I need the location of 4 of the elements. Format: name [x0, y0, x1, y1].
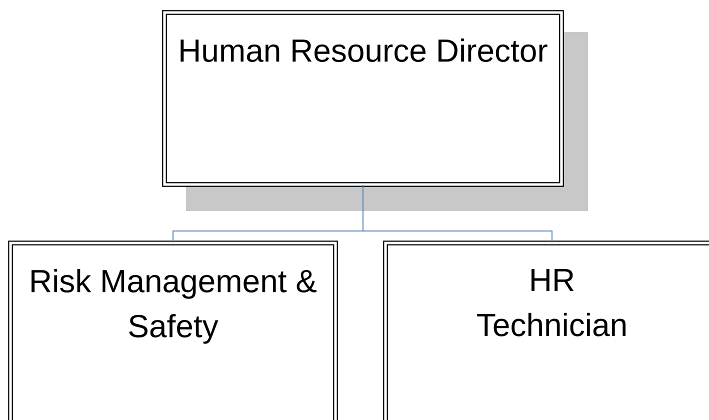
org-box: Risk Management & Safety [8, 240, 338, 420]
connector-line [362, 184, 552, 243]
org-box: Human Resource Director [162, 10, 564, 187]
org-box: HR Technician [383, 240, 709, 420]
